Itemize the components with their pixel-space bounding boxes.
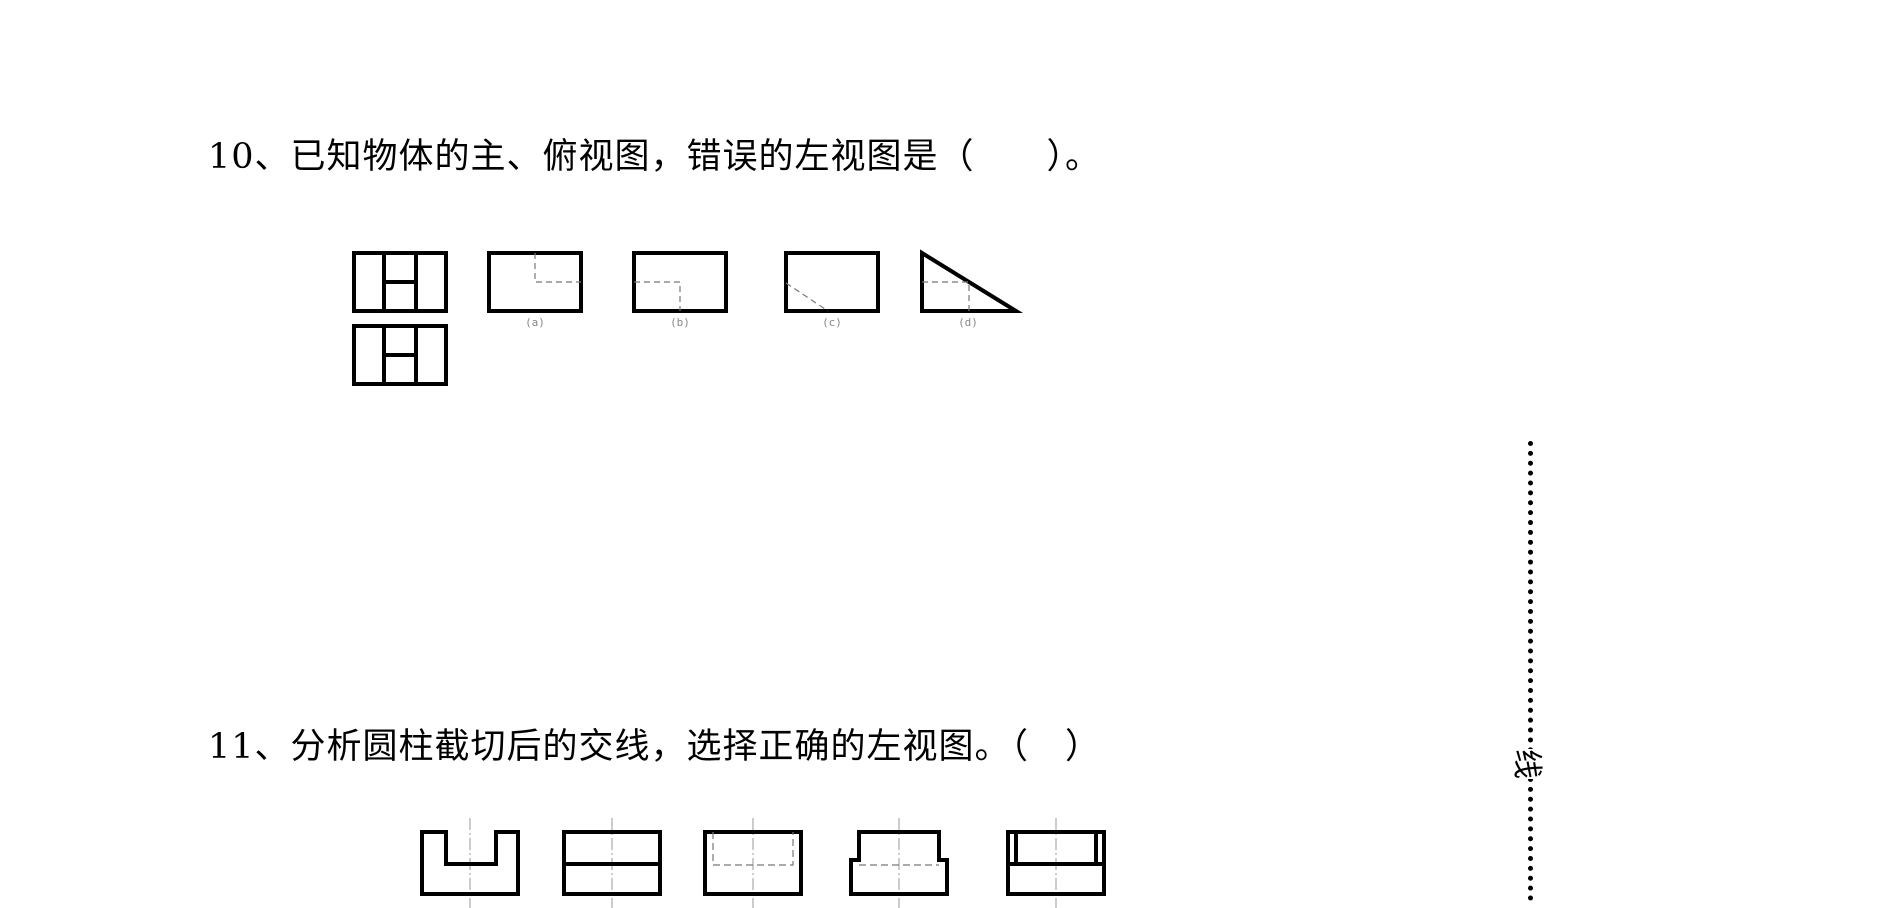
binding-line-label: 线 — [1506, 749, 1554, 779]
option-c-figure — [784, 251, 880, 313]
option-c-label: (c) — [822, 316, 842, 329]
question-10-text: 10、已知物体的主、俯视图，错误的左视图是（ ）。 — [208, 137, 1102, 177]
question-11-text: 11、分析圆柱截切后的交线，选择正确的左视图。（ ） — [208, 727, 1102, 767]
option-b-label: (b) — [670, 316, 690, 329]
top-view-figure — [352, 324, 448, 386]
option-d-label: (d) — [958, 316, 978, 329]
option-d-figure — [920, 249, 1024, 313]
option-b-figure — [632, 251, 728, 313]
binding-dotted-line — [1528, 441, 1533, 901]
q11-option-4-figure — [849, 818, 949, 908]
front-view-figure — [352, 251, 448, 313]
q11-option-5-figure — [1006, 818, 1106, 908]
q11-option-3-figure — [703, 818, 803, 908]
option-a-label: (a) — [525, 316, 545, 329]
option-a-figure — [487, 251, 583, 313]
q11-option-1-figure — [420, 818, 520, 908]
q11-option-2-figure — [562, 818, 662, 908]
